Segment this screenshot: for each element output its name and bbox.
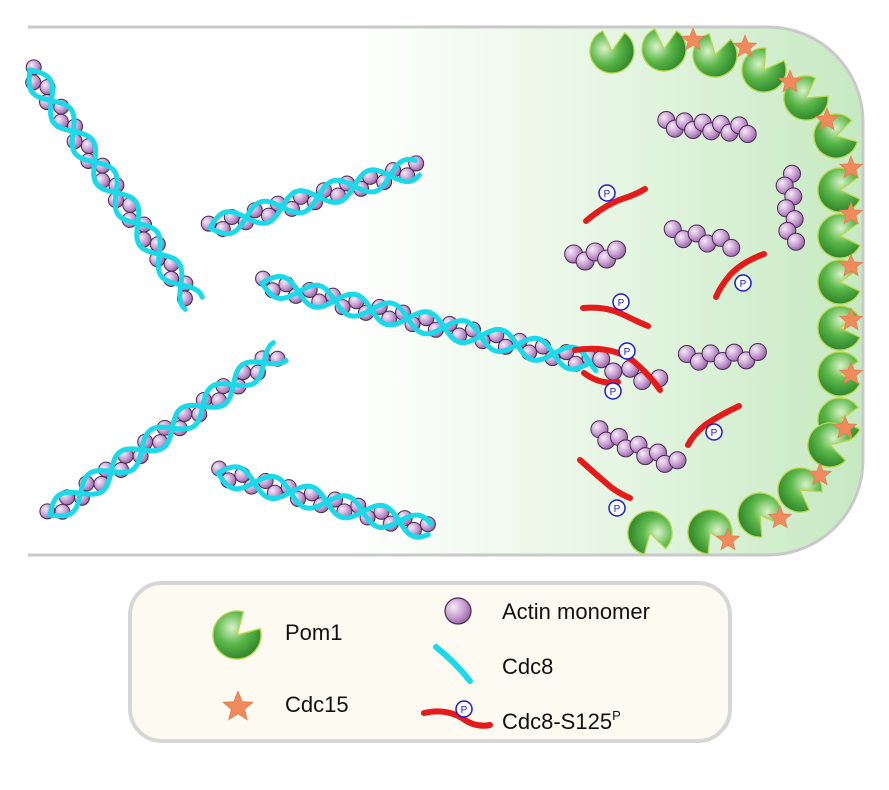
actin-cluster-4 — [663, 220, 741, 257]
legend-label-cdc8-s125p-superscript: P — [612, 708, 621, 723]
legend-item-pom1: Pom1 — [212, 610, 342, 660]
phospho-marker: P — [734, 274, 752, 292]
legend-label-cdc8: Cdc8 — [502, 654, 553, 679]
phospho-cdc8-1: P — [583, 184, 648, 224]
phospho-cdc8-5: P — [581, 370, 622, 400]
legend-box — [128, 581, 732, 743]
actin-filament-4 — [39, 340, 289, 520]
actin-monomer — [738, 124, 757, 143]
phospho-marker-label: P — [624, 347, 631, 358]
cell-membrane-tip — [767, 25, 865, 557]
phospho-cdc8-4: P — [572, 342, 663, 393]
phospho-marker-label: P — [740, 279, 747, 290]
legend-item-cdc15: Cdc15 — [222, 690, 349, 721]
actin-monomer-icon — [444, 597, 472, 625]
actin-filament-3 — [255, 270, 602, 374]
filament-layer — [25, 59, 602, 540]
cdc8-s125p-strand — [713, 251, 767, 300]
phospho-marker-label: P — [614, 504, 621, 515]
actin-cluster-2 — [775, 164, 805, 251]
phospho-cdc8-3: P — [580, 293, 651, 329]
actin-cluster-3 — [564, 240, 627, 271]
actin-monomer — [607, 240, 627, 260]
phospho-marker: P — [598, 184, 616, 202]
cdc8-s125p-strand — [685, 403, 742, 448]
cdc8-s125p-strand — [581, 370, 621, 386]
legend-label-cdc8-s125p-base: Cdc8-S125 — [502, 709, 612, 734]
cdc8-strand — [215, 464, 431, 540]
legend-label-pom1: Pom1 — [285, 620, 342, 645]
cdc8-strand — [259, 273, 599, 374]
legend-item-cdc8-s125p: P Cdc8-S125P — [421, 700, 621, 734]
actin-monomer — [722, 238, 741, 257]
cell-background — [28, 27, 863, 555]
cdc8-s125p-strand-icon — [421, 708, 493, 729]
phospho-marker-label: P — [610, 387, 617, 398]
cdc8-strand — [26, 67, 205, 300]
cdc8-strand — [47, 358, 289, 518]
actin-monomer — [668, 451, 687, 470]
phospho-cdc8-2: P — [713, 251, 767, 300]
phospho-marker: P — [604, 382, 622, 400]
actin-monomer — [786, 232, 805, 251]
cdc8-strand — [259, 280, 602, 372]
phospho-marker: P — [612, 293, 630, 311]
phospho-cdc8-layer: P P P P P P P — [572, 184, 767, 517]
phospho-marker-label: P — [461, 705, 468, 716]
cdc8-strand — [207, 167, 422, 231]
cdc8-strand — [27, 67, 188, 312]
cdc8-s125p-strand — [572, 345, 663, 393]
legend-label-actin: Actin monomer — [502, 599, 650, 624]
legend-item-cdc8: Cdc8 — [433, 644, 553, 684]
legend-item-actin: Actin monomer — [444, 597, 650, 625]
actin-monomer — [604, 362, 623, 381]
cdc8-strand — [47, 340, 276, 519]
phospho-marker-icon: P — [455, 700, 473, 718]
phospho-marker-label: P — [604, 189, 611, 200]
cdc8-strand-icon — [433, 644, 473, 684]
free-actin-layer — [564, 111, 805, 473]
cdc8-s125p-strand — [580, 304, 651, 329]
cdc8-s125p-strand — [577, 457, 633, 501]
actin-filament-5 — [211, 460, 436, 540]
phospho-marker-label: P — [618, 298, 625, 309]
actin-cluster-6 — [590, 420, 687, 473]
actin-filament-2 — [200, 155, 425, 237]
phospho-cdc8-7: P — [577, 457, 633, 517]
phospho-marker: P — [608, 499, 626, 517]
cdc8-s125p-strand — [583, 186, 648, 224]
actin-cluster-1 — [657, 111, 757, 143]
actin-filament-1 — [25, 59, 205, 312]
phospho-marker: P — [618, 342, 636, 360]
actin-monomer — [748, 343, 767, 362]
phospho-marker: P — [705, 423, 723, 441]
legend-label-cdc15: Cdc15 — [285, 692, 349, 717]
phospho-cdc8-6: P — [685, 403, 742, 448]
legend-label-cdc8-s125p: Cdc8-S125P — [502, 708, 621, 734]
actin-cluster-5 — [677, 343, 767, 371]
phospho-marker-label: P — [711, 428, 718, 439]
